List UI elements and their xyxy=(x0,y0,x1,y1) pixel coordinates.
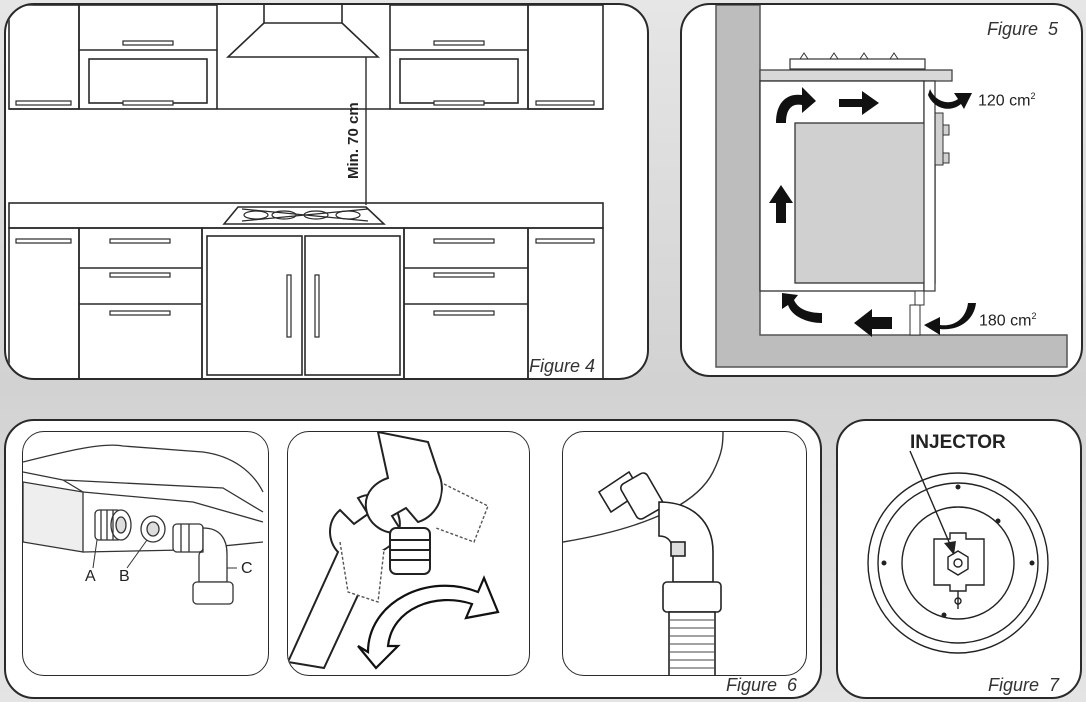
vent-bottom-text: 180 cm xyxy=(979,312,1032,330)
upper-cabinet-center-right xyxy=(389,5,529,110)
cooktop xyxy=(789,58,926,70)
figure-7-caption: Figure 7 xyxy=(988,675,1060,695)
oven xyxy=(794,122,936,284)
arrow-curve-vent-top xyxy=(928,89,972,109)
kitchen-illustration xyxy=(8,5,604,378)
figure-5-caption: Figure 5 xyxy=(987,19,1059,39)
vent-top-text: 120 cm xyxy=(978,92,1031,110)
rotate-arrow xyxy=(357,575,500,670)
injector-mount xyxy=(933,532,985,592)
upper-cabinet-left xyxy=(8,5,80,110)
hose-nut xyxy=(662,581,722,613)
burner-outer-ring xyxy=(867,472,1049,654)
hex-nut xyxy=(620,472,664,520)
figure-6-step-2 xyxy=(287,431,530,676)
cooktop xyxy=(222,206,387,225)
wall-and-floor xyxy=(715,5,1068,368)
base-cabinet-left xyxy=(8,227,80,378)
mount-screws xyxy=(881,484,1035,618)
gas-inlet-parts-illustration xyxy=(23,444,264,605)
base-cabinet-doors xyxy=(201,227,405,378)
base-cabinet-right xyxy=(527,227,604,378)
arrow-right-top xyxy=(839,91,879,115)
vent-bottom-superscript: 2 xyxy=(1031,311,1037,321)
part-label-c: C xyxy=(241,560,253,577)
wrench-right xyxy=(364,432,443,534)
arrow-curve-vent-bottom xyxy=(924,303,976,335)
arrow-left-bottom xyxy=(854,309,892,337)
dimension-label: Min. 70 cm xyxy=(345,102,362,179)
figure-7-panel: INJECTOR Figure 7 xyxy=(836,419,1082,699)
injector-hex xyxy=(947,550,969,576)
arrow-curve-top-left xyxy=(776,87,816,123)
ventilation-illustration xyxy=(715,5,1068,368)
wrench-tightening-illustration xyxy=(288,432,500,670)
hose-ribs xyxy=(669,619,715,669)
hose-connection-illustration xyxy=(563,432,724,675)
range-hood xyxy=(225,5,381,58)
vent-bottom-label: 180 cm2 xyxy=(979,311,1036,330)
part-label-b: B xyxy=(119,568,130,585)
figure-6-step-3 xyxy=(562,431,807,676)
vent-top-label: 120 cm2 xyxy=(978,91,1035,110)
figure-6-panel: A B C xyxy=(4,419,822,699)
injector-callout-line xyxy=(909,450,953,550)
part-c-elbow xyxy=(172,523,234,605)
figure-6-caption: Figure 6 xyxy=(726,675,798,695)
airflow-arrows xyxy=(769,87,976,337)
part-b-washer xyxy=(140,515,166,543)
figure-4-caption: Figure 4 xyxy=(529,356,596,376)
countertop xyxy=(759,69,953,82)
elbow-fitting xyxy=(658,501,714,583)
part-a-fitting xyxy=(94,509,132,541)
part-label-a: A xyxy=(85,568,96,585)
figure-5-panel: 120 cm2 180 cm2 Figure 5 xyxy=(680,3,1083,377)
arrow-up xyxy=(769,185,793,223)
figure-6-step-1: A B C xyxy=(22,431,269,676)
vent-top-superscript: 2 xyxy=(1030,91,1036,101)
figure-4-panel: Min. 70 cm Figure 4 xyxy=(4,3,649,380)
burner-inner-ring xyxy=(901,506,1015,620)
injector-label: INJECTOR xyxy=(910,432,1006,453)
arrow-curve-bottom-left xyxy=(782,293,822,323)
upper-cabinet-center-left xyxy=(78,5,218,110)
upper-cabinet-right xyxy=(527,5,604,110)
burner-injector-illustration xyxy=(867,450,1049,654)
